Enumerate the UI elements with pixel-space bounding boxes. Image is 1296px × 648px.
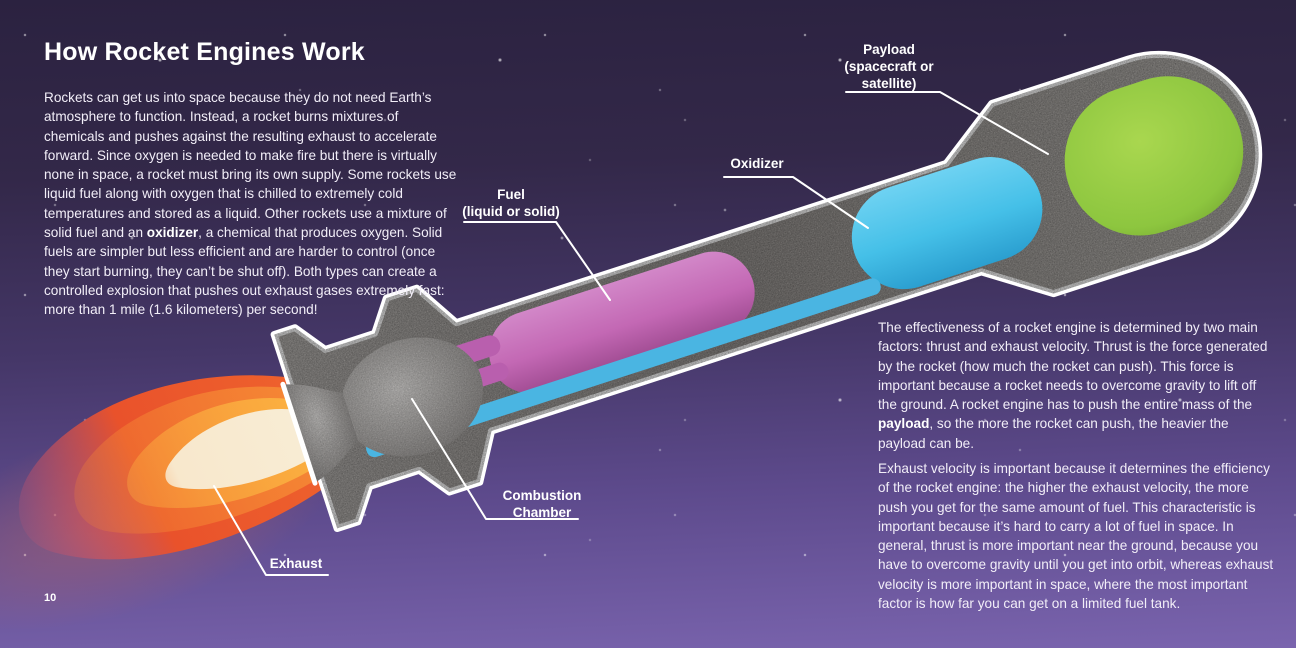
oxidizer-tank [851, 157, 1043, 290]
intro-text-post: , a chemical that produces oxygen. Solid… [44, 225, 445, 318]
intro-bold-term: oxidizer [146, 225, 199, 241]
thrust-text-post: , so the more the rocket can push, the h… [878, 416, 1229, 451]
label-combustion-line1: Combustion [502, 488, 582, 503]
payload-capsule [1064, 76, 1244, 236]
label-payload-line3: satellite) [861, 76, 917, 91]
label-fuel-line2: (liquid or solid) [462, 204, 560, 219]
label-payload-line1: Payload [863, 42, 915, 57]
exhaust-velocity-paragraph: Exhaust velocity is important because it… [878, 461, 1274, 612]
leader-exhaust [213, 485, 329, 576]
label-exhaust: Exhaust [269, 556, 323, 571]
thrust-text-pre: The effectiveness of a rocket engine is … [878, 320, 1268, 413]
leader-oxidizer [723, 176, 869, 229]
page-title: How Rocket Engines Work [44, 38, 365, 66]
label-fuel-line1: Fuel [497, 187, 525, 202]
leader-payload [845, 91, 1049, 155]
flame-core-layer [165, 409, 307, 490]
page-number: 10 [44, 592, 57, 604]
leader-combustion-chamber [411, 398, 579, 520]
fuel-tank [489, 251, 755, 394]
intro-paragraph: Rockets can get us into space because th… [44, 88, 460, 320]
label-oxidizer: Oxidizer [730, 156, 784, 171]
label-fuel: Fuel (liquid or solid) [462, 186, 560, 220]
oxidizer-pipe [366, 278, 881, 458]
thrust-paragraph: The effectiveness of a rocket engine is … [878, 318, 1276, 453]
exhaust-plume [0, 375, 346, 632]
label-combustion-line2: Chamber [512, 505, 572, 520]
thrust-bold-term: payload [878, 416, 930, 432]
intro-text-pre: Rockets can get us into space because th… [44, 90, 457, 241]
leader-fuel [463, 221, 611, 301]
label-payload: Payload (spacecraft or satellite) [844, 41, 933, 92]
label-payload-line2: (spacecraft or [844, 59, 934, 74]
label-combustion-chamber: Combustion Chamber [503, 487, 582, 521]
nozzle-lip [280, 381, 318, 486]
